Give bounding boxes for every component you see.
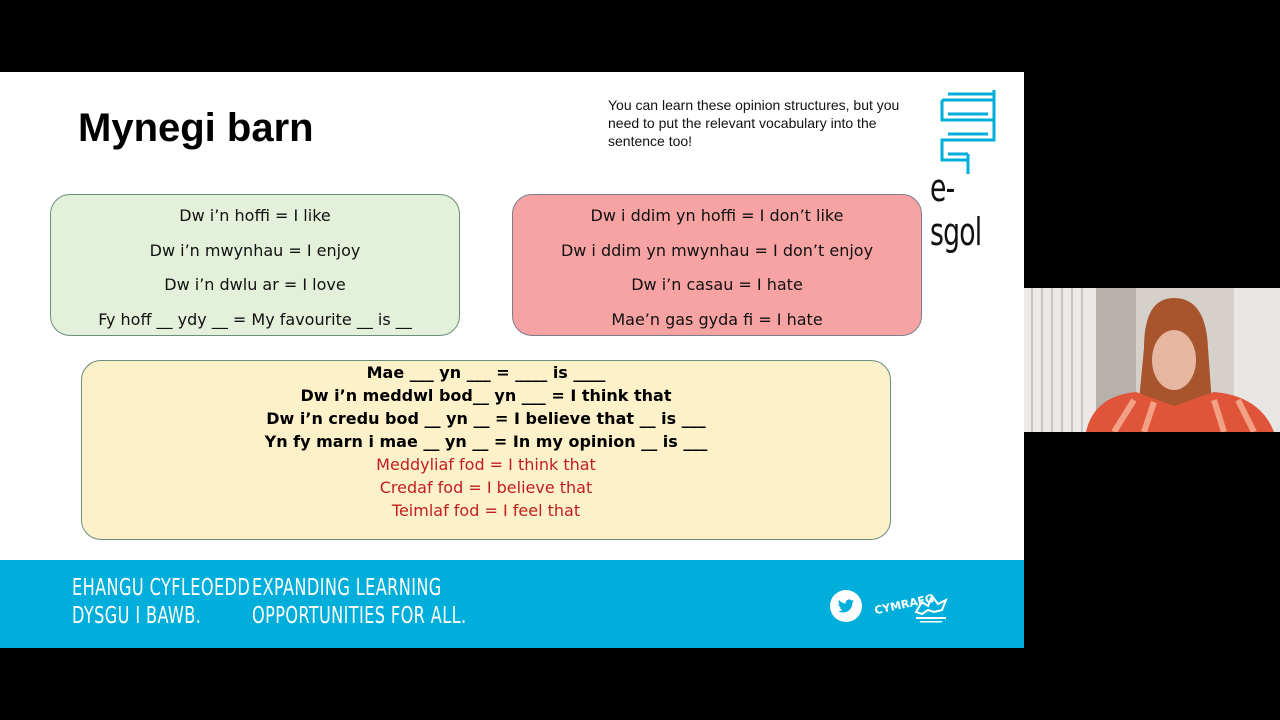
presenter-video-frame [1024,288,1280,432]
opinions-box: Mae ___ yn ___ = ____ is ____ Dw i’n medd… [81,360,891,540]
phrase-line: Fy hoff __ ydy __ = My favourite __ is _… [98,309,412,329]
footer-english-line: OPPORTUNITIES FOR ALL. [252,603,467,629]
footer-welsh-line: DYSGU I BAWB. [72,603,202,629]
e-sgol-logo-text: e-sgol [930,166,982,254]
footer-welsh-slogan: EHANGU CYFLEOEDD DYSGU I BAWB. [72,574,250,630]
dislikes-box: Dw i ddim yn hoffi = I don’t like Dw i dd… [512,194,922,336]
welsh-government-dragon-icon [914,593,948,623]
likes-box: Dw i’n hoffi = I like Dw i’n mwynhau = I … [50,194,460,336]
phrase-line: Dw i ddim yn mwynhau = I don’t enjoy [560,240,874,260]
footer-welsh-line: EHANGU CYFLEOEDD [72,575,251,601]
phrase-line: Dw i’n meddwl bod__ yn ___ = I think tha… [300,386,672,405]
phrase-line: Dw i’n credu bod __ yn __ = I believe th… [266,409,706,428]
footer-english-slogan: EXPANDING LEARNING OPPORTUNITIES FOR ALL… [252,574,467,630]
phrase-line: Dw i’n dwlu ar = I love [164,275,346,294]
phrase-line: Yn fy marn i mae __ yn __ = In my opinio… [264,432,708,451]
phrase-line: Dw i’n mwynhau = I enjoy [149,240,361,260]
phrase-line: Meddyliaf fod = I think that [376,455,596,474]
twitter-icon[interactable] [830,590,862,622]
presenter-webcam [1024,288,1280,432]
presentation-slide: Mynegi barn You can learn these opinion … [0,72,1024,648]
phrase-line: Credaf fod = I believe that [379,478,593,497]
footer-banner: EHANGU CYFLEOEDD DYSGU I BAWB. EXPANDING… [0,560,1024,648]
phrase-line: Dw i’n hoffi = I like [179,206,331,225]
phrase-line: Teimlaf fod = I feel that [391,501,581,520]
slide-title: Mynegi barn [78,106,314,150]
slide-note: You can learn these opinion structures, … [608,97,900,149]
phrase-line: Dw i ddim yn hoffi = I don’t like [590,206,844,225]
phrase-line: Mae’n gas gyda fi = I hate [611,309,823,329]
phrase-line: Dw i’n casau = I hate [631,275,803,294]
phrase-line: Mae ___ yn ___ = ____ is ____ [366,363,606,382]
footer-english-line: EXPANDING LEARNING [252,575,442,601]
e-sgol-logo-icon [940,90,996,174]
